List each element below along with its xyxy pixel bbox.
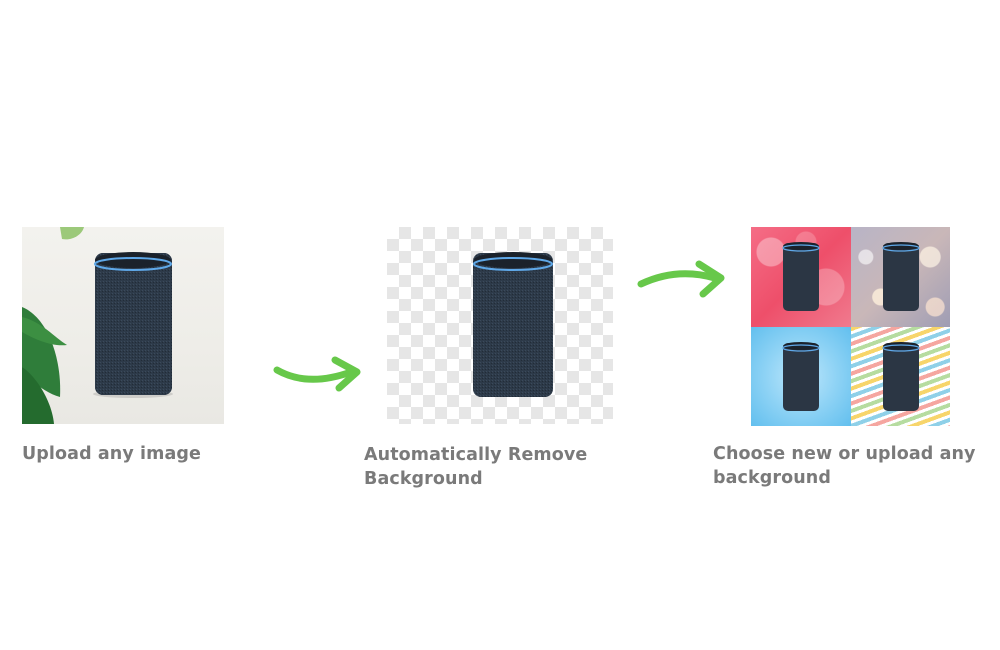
step-3-label: Choose new or upload any background bbox=[713, 442, 976, 490]
background-option-bokeh[interactable] bbox=[850, 227, 950, 327]
step-1-label: Upload any image bbox=[22, 442, 201, 466]
step-1-label-line: Upload any image bbox=[22, 444, 201, 464]
step-2-label-line-1: Automatically Remove bbox=[364, 445, 588, 465]
leaf bbox=[60, 227, 84, 240]
speaker-thumbnail bbox=[782, 341, 820, 411]
step-3-label-line-2: background bbox=[713, 468, 831, 488]
speaker-thumbnail bbox=[782, 242, 820, 311]
step-2-label-line-2: Background bbox=[364, 469, 483, 489]
curved-right-arrow-icon bbox=[273, 356, 361, 392]
leaf bbox=[22, 367, 54, 424]
background-removed-image bbox=[387, 227, 613, 424]
speaker-photo bbox=[22, 227, 173, 424]
background-option-pink[interactable] bbox=[751, 227, 851, 327]
step-3-label-line-1: Choose new or upload any bbox=[713, 444, 976, 464]
background-option-waves[interactable] bbox=[850, 326, 950, 426]
speaker-cutout bbox=[473, 252, 553, 397]
speaker-thumbnail bbox=[881, 242, 920, 311]
leaf bbox=[22, 317, 67, 346]
speaker-thumbnail bbox=[881, 341, 920, 411]
background-option-blue[interactable] bbox=[751, 326, 851, 426]
uploaded-image bbox=[22, 227, 224, 424]
step-2-label: Automatically Remove Background bbox=[364, 443, 587, 491]
new-background-grid bbox=[751, 227, 950, 426]
curved-right-arrow-icon bbox=[637, 260, 725, 298]
